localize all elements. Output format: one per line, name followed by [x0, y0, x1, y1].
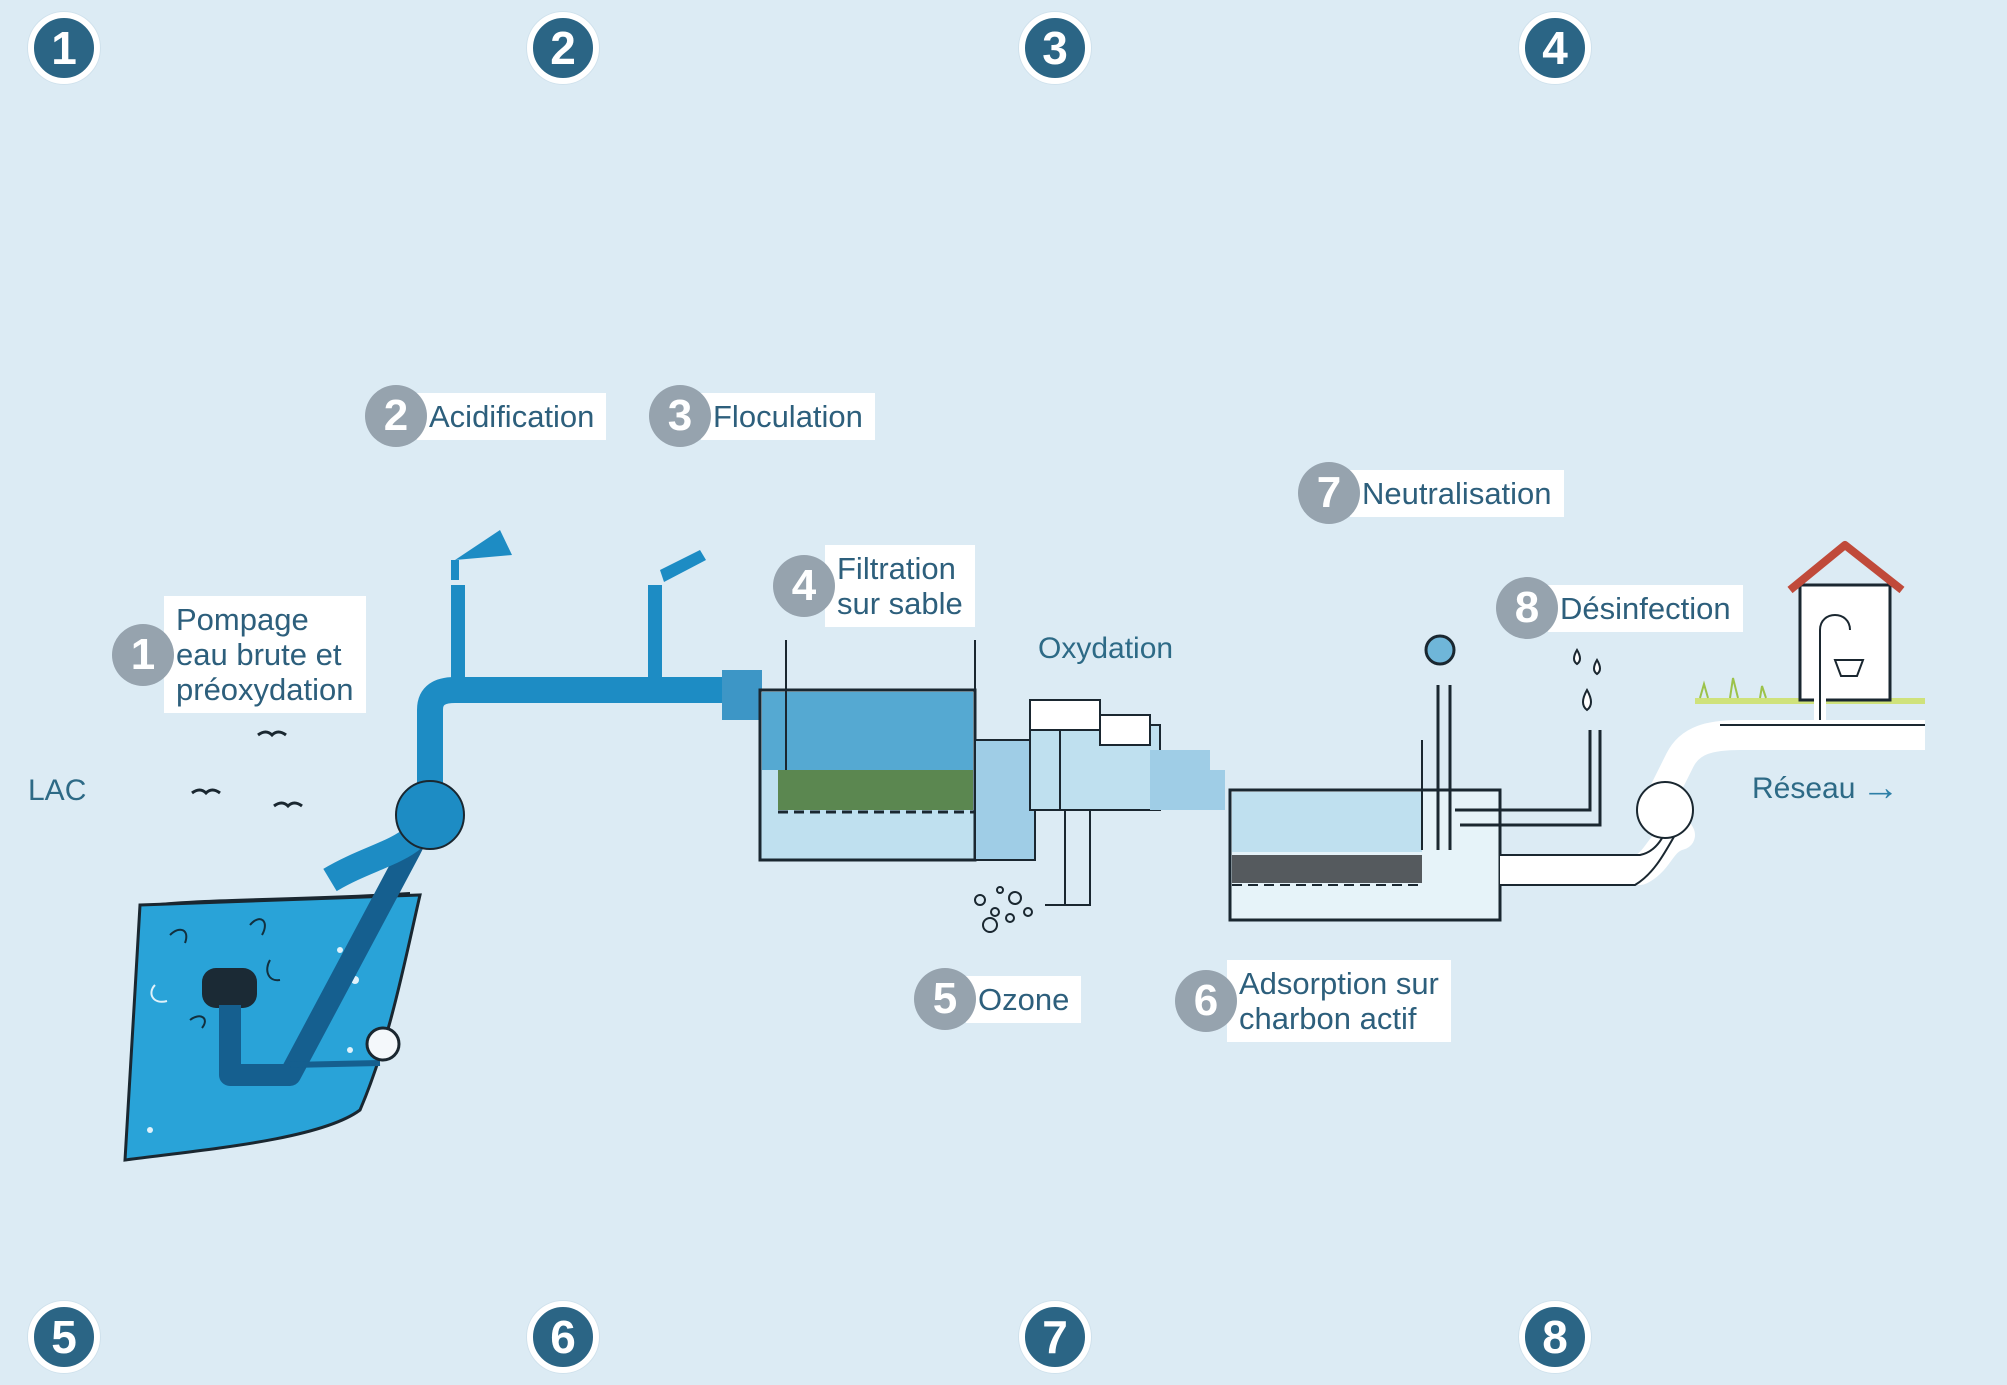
lake-life	[150, 918, 281, 1029]
nav-number: 1	[51, 22, 77, 74]
nav-number: 5	[51, 1311, 77, 1363]
ozone-bubbles	[974, 886, 1033, 933]
chlorine-drops	[1573, 648, 1601, 712]
step-number-badge: 8	[1496, 577, 1558, 639]
step-label: Acidification	[417, 392, 607, 440]
neutralisation-valve	[1424, 634, 1456, 666]
intake-strainer	[202, 968, 257, 1008]
nav-step-3-button[interactable]: 3	[1019, 12, 1091, 84]
reseau-text: Réseau	[1752, 771, 1856, 805]
lake-label: LAC	[28, 774, 87, 807]
nav-step-8-button[interactable]: 8	[1519, 1301, 1591, 1373]
step-label: Ozone	[966, 975, 1082, 1023]
step-3-floculation: 3 Floculation	[649, 385, 875, 447]
nav-step-2-button[interactable]: 2	[527, 12, 599, 84]
step-number-badge: 6	[1175, 970, 1237, 1032]
nav-step-7-button[interactable]: 7	[1019, 1301, 1091, 1373]
step-label: Filtration sur sable	[825, 545, 975, 627]
nav-number: 2	[550, 22, 576, 74]
house-icon	[1787, 541, 1905, 720]
step-1-pompage: 1 Pompage eau brute et préoxydation	[112, 596, 366, 713]
step-number-badge: 5	[914, 968, 976, 1030]
step-number-badge: 2	[365, 385, 427, 447]
step-label: Désinfection	[1548, 584, 1743, 632]
pump	[395, 780, 465, 850]
reseau-label: Réseau →	[1752, 767, 1899, 810]
step-label: Pompage eau brute et préoxydation	[164, 596, 366, 713]
step-number-badge: 1	[112, 623, 174, 686]
step-number-badge: 3	[649, 385, 711, 447]
step-2-acidification: 2 Acidification	[365, 385, 607, 447]
oxydation-label: Oxydation	[1038, 632, 1174, 665]
step-8-desinfection: 8 Désinfection	[1496, 577, 1743, 639]
acid-funnel	[455, 530, 512, 560]
step-number-badge: 4	[773, 555, 835, 617]
step-4-filtration: 4 Filtration sur sable	[773, 545, 975, 627]
nav-number: 4	[1542, 22, 1568, 74]
step-label: Floculation	[701, 392, 875, 440]
meter-icon	[365, 1026, 401, 1062]
nav-step-5-button[interactable]: 5	[28, 1301, 100, 1373]
nav-number: 3	[1042, 22, 1068, 74]
carbon-layer	[1232, 855, 1422, 883]
nav-step-4-button[interactable]: 4	[1519, 12, 1591, 84]
birds	[191, 730, 303, 809]
nav-number: 7	[1042, 1311, 1068, 1363]
step-6-adsorption: 6 Adsorption sur charbon actif	[1175, 960, 1451, 1042]
nav-number: 6	[550, 1311, 576, 1363]
step-label: Adsorption sur charbon actif	[1227, 960, 1451, 1042]
lake-bubbles	[147, 947, 359, 1133]
step-7-neutralisation: 7 Neutralisation	[1298, 462, 1564, 524]
nav-step-6-button[interactable]: 6	[527, 1301, 599, 1373]
nav-number: 8	[1542, 1311, 1568, 1363]
sand-layer	[778, 770, 973, 810]
floc-nozzle	[660, 550, 706, 582]
arrow-right-icon: →	[1861, 767, 1900, 809]
step-number-badge: 7	[1298, 462, 1360, 524]
step-label: Neutralisation	[1350, 469, 1564, 517]
network-pipe	[1500, 720, 1925, 885]
nav-step-1-button[interactable]: 1	[28, 12, 100, 84]
step-5-ozone: 5 Ozone	[914, 968, 1082, 1030]
